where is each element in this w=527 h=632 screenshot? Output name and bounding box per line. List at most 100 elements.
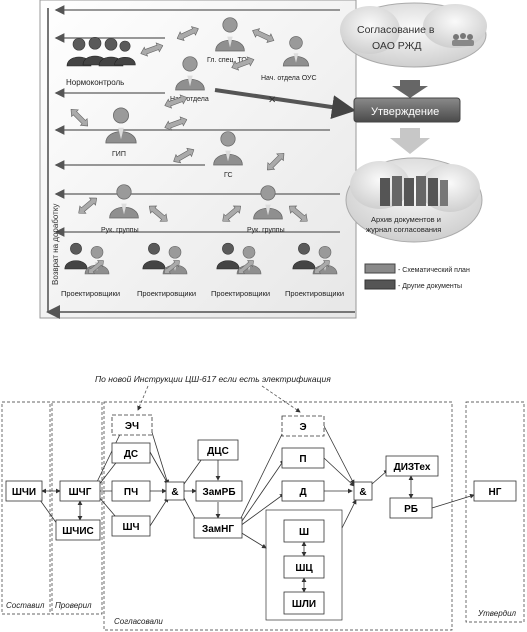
legend-label-2: - Другие документы <box>398 283 462 290</box>
workflow-diagram: Возврат на доработку Нормоконтроль Гл. с… <box>39 0 487 319</box>
node-shchi-label: ШЧИ <box>12 487 36 498</box>
legend-label-1: - Схематический план <box>398 266 470 274</box>
group-sostavil <box>1 401 51 615</box>
node-shc-label: ШЦ <box>295 563 313 574</box>
node-zamrb: ЗамРБ <box>195 480 243 502</box>
ruk-gruppy-1-label: Рук. группы <box>101 227 139 234</box>
node-shc: ШЦ <box>283 555 325 579</box>
node-dcs: ДЦС <box>197 439 239 461</box>
proektirovshchiki-2: Проектировщики <box>137 242 196 298</box>
group-proveril-label: Проверил <box>55 601 92 610</box>
gl-spec-to-label: Гл. спец. ТО <box>207 57 247 64</box>
cross-mark-icon: ✕ <box>268 95 276 106</box>
down-arrow-icon <box>392 80 428 98</box>
proektirovshchiki-label-3: Проектировщики <box>211 289 270 298</box>
group-utverdil <box>465 401 525 623</box>
gip: ГИП <box>105 107 137 158</box>
node-p: П <box>281 447 325 469</box>
people-group-icon <box>452 33 474 46</box>
approval-cloud-text-1: Согласование в <box>357 24 435 36</box>
legend-swatch-2 <box>364 279 396 290</box>
node-zamng: ЗамНГ <box>193 517 243 539</box>
normokontrol-group: Нормоконтроль <box>66 36 136 87</box>
node-shchg-label: ШЧГ <box>69 487 92 498</box>
header-text: По новой Инструкции ЦШ-617 если есть эле… <box>95 374 331 384</box>
proektirovshchiki-label-4: Проектировщики <box>285 289 344 298</box>
node-amp-1: & <box>165 481 185 501</box>
node-shchis-label: ШЧИС <box>62 526 93 537</box>
node-rb-label: РБ <box>404 504 418 515</box>
node-e: Э <box>281 415 325 437</box>
node-zamrb-label: ЗамРБ <box>202 487 235 498</box>
nodes: ШЧИ ШЧГ ШЧИС ЭЧ ДС ПЧ ШЧ & <box>5 414 517 615</box>
node-diztekh-label: ДИЗТех <box>394 462 431 473</box>
node-rb: РБ <box>389 497 433 519</box>
approval-cloud: Согласование в ОАО РЖД <box>340 2 487 68</box>
ruk-gruppy-2: Рук. группы <box>247 185 285 234</box>
node-diztekh: ДИЗТех <box>385 455 439 477</box>
nach-otdela-ous-label: Нач. отдела ОУС <box>261 75 317 82</box>
node-ds: ДС <box>111 442 151 464</box>
archive-cloud: Архив документов и журнал согласования <box>345 157 483 243</box>
return-vertical-label: Возврат на доработку <box>51 204 60 285</box>
normokontrol-label: Нормоконтроль <box>66 78 124 87</box>
node-amp-2: & <box>353 481 373 501</box>
group-soglasovali <box>103 401 453 631</box>
approval-flow-diagram: По новой Инструкции ЦШ-617 если есть эле… <box>1 374 525 631</box>
archive-text-2: журнал согласования <box>366 225 441 234</box>
node-sh-label: Ш <box>299 527 309 538</box>
node-d: Д <box>281 480 325 502</box>
node-zamng-label: ЗамНГ <box>202 524 234 535</box>
archive-binders-icon <box>380 176 448 206</box>
node-ng: НГ <box>473 480 517 502</box>
node-ech-label: ЭЧ <box>125 421 139 432</box>
proektirovshchiki-label-1: Проектировщики <box>61 289 120 298</box>
approval-cloud-text-2: ОАО РЖД <box>372 40 422 52</box>
nach-otdela: Нач. отдела <box>170 56 209 103</box>
node-amp-2-label: & <box>359 487 366 498</box>
gs-label: ГС <box>224 172 233 179</box>
node-ech: ЭЧ <box>111 414 153 436</box>
archive-text-1: Архив документов и <box>371 215 441 224</box>
proektirovshchiki-row: Проектировщики Проектировщики Проектиров… <box>61 242 344 298</box>
node-shch-label: ШЧ <box>122 522 139 533</box>
nach-otdela-label: Нач. отдела <box>170 96 209 103</box>
node-shli-label: ШЛИ <box>292 599 316 610</box>
group-sostavil-label: Составил <box>6 601 45 610</box>
group-soglasovali-label: Согласовали <box>114 617 163 626</box>
proektirovshchiki-3: Проектировщики <box>211 242 270 298</box>
node-d-label: Д <box>299 487 306 498</box>
group-utverdil-label: Утвердил <box>477 609 517 618</box>
approve-box: Утверждение <box>353 97 461 123</box>
node-dcs-label: ДЦС <box>207 446 229 457</box>
group-proveril <box>51 401 103 615</box>
approve-label: Утверждение <box>371 106 439 118</box>
node-shchg: ШЧГ <box>59 480 101 502</box>
node-ds-label: ДС <box>124 449 138 460</box>
node-pch: ПЧ <box>111 480 151 502</box>
nach-otdela-ous: Нач. отдела ОУС <box>261 35 317 82</box>
ruk-gruppy-2-label: Рук. группы <box>247 227 285 234</box>
node-sh: Ш <box>283 519 325 543</box>
node-e-label: Э <box>299 422 306 433</box>
node-p-label: П <box>299 454 306 465</box>
node-shch: ШЧ <box>111 515 151 537</box>
header-guides <box>137 385 301 413</box>
gs: ГС <box>213 131 243 179</box>
gip-label: ГИП <box>112 151 126 158</box>
node-amp-1-label: & <box>171 487 178 498</box>
signal-subgroup-frame <box>265 509 343 621</box>
node-shchis: ШЧИС <box>55 519 101 541</box>
ruk-gruppy-1: Рук. группы <box>101 184 139 234</box>
down-arrow-2-icon <box>390 128 430 154</box>
proektirovshchiki-4: Проектировщики <box>285 242 344 298</box>
gl-spec-to: Гл. спец. ТО <box>207 17 247 64</box>
return-arrows <box>54 5 340 237</box>
node-shli: ШЛИ <box>283 591 325 615</box>
to-approve-arrow <box>214 88 356 119</box>
node-pch-label: ПЧ <box>124 487 138 498</box>
node-ng-label: НГ <box>489 487 502 498</box>
proektirovshchiki-1: Проектировщики <box>61 242 120 298</box>
node-shchi: ШЧИ <box>5 480 43 502</box>
proektirovshchiki-label-2: Проектировщики <box>137 289 196 298</box>
